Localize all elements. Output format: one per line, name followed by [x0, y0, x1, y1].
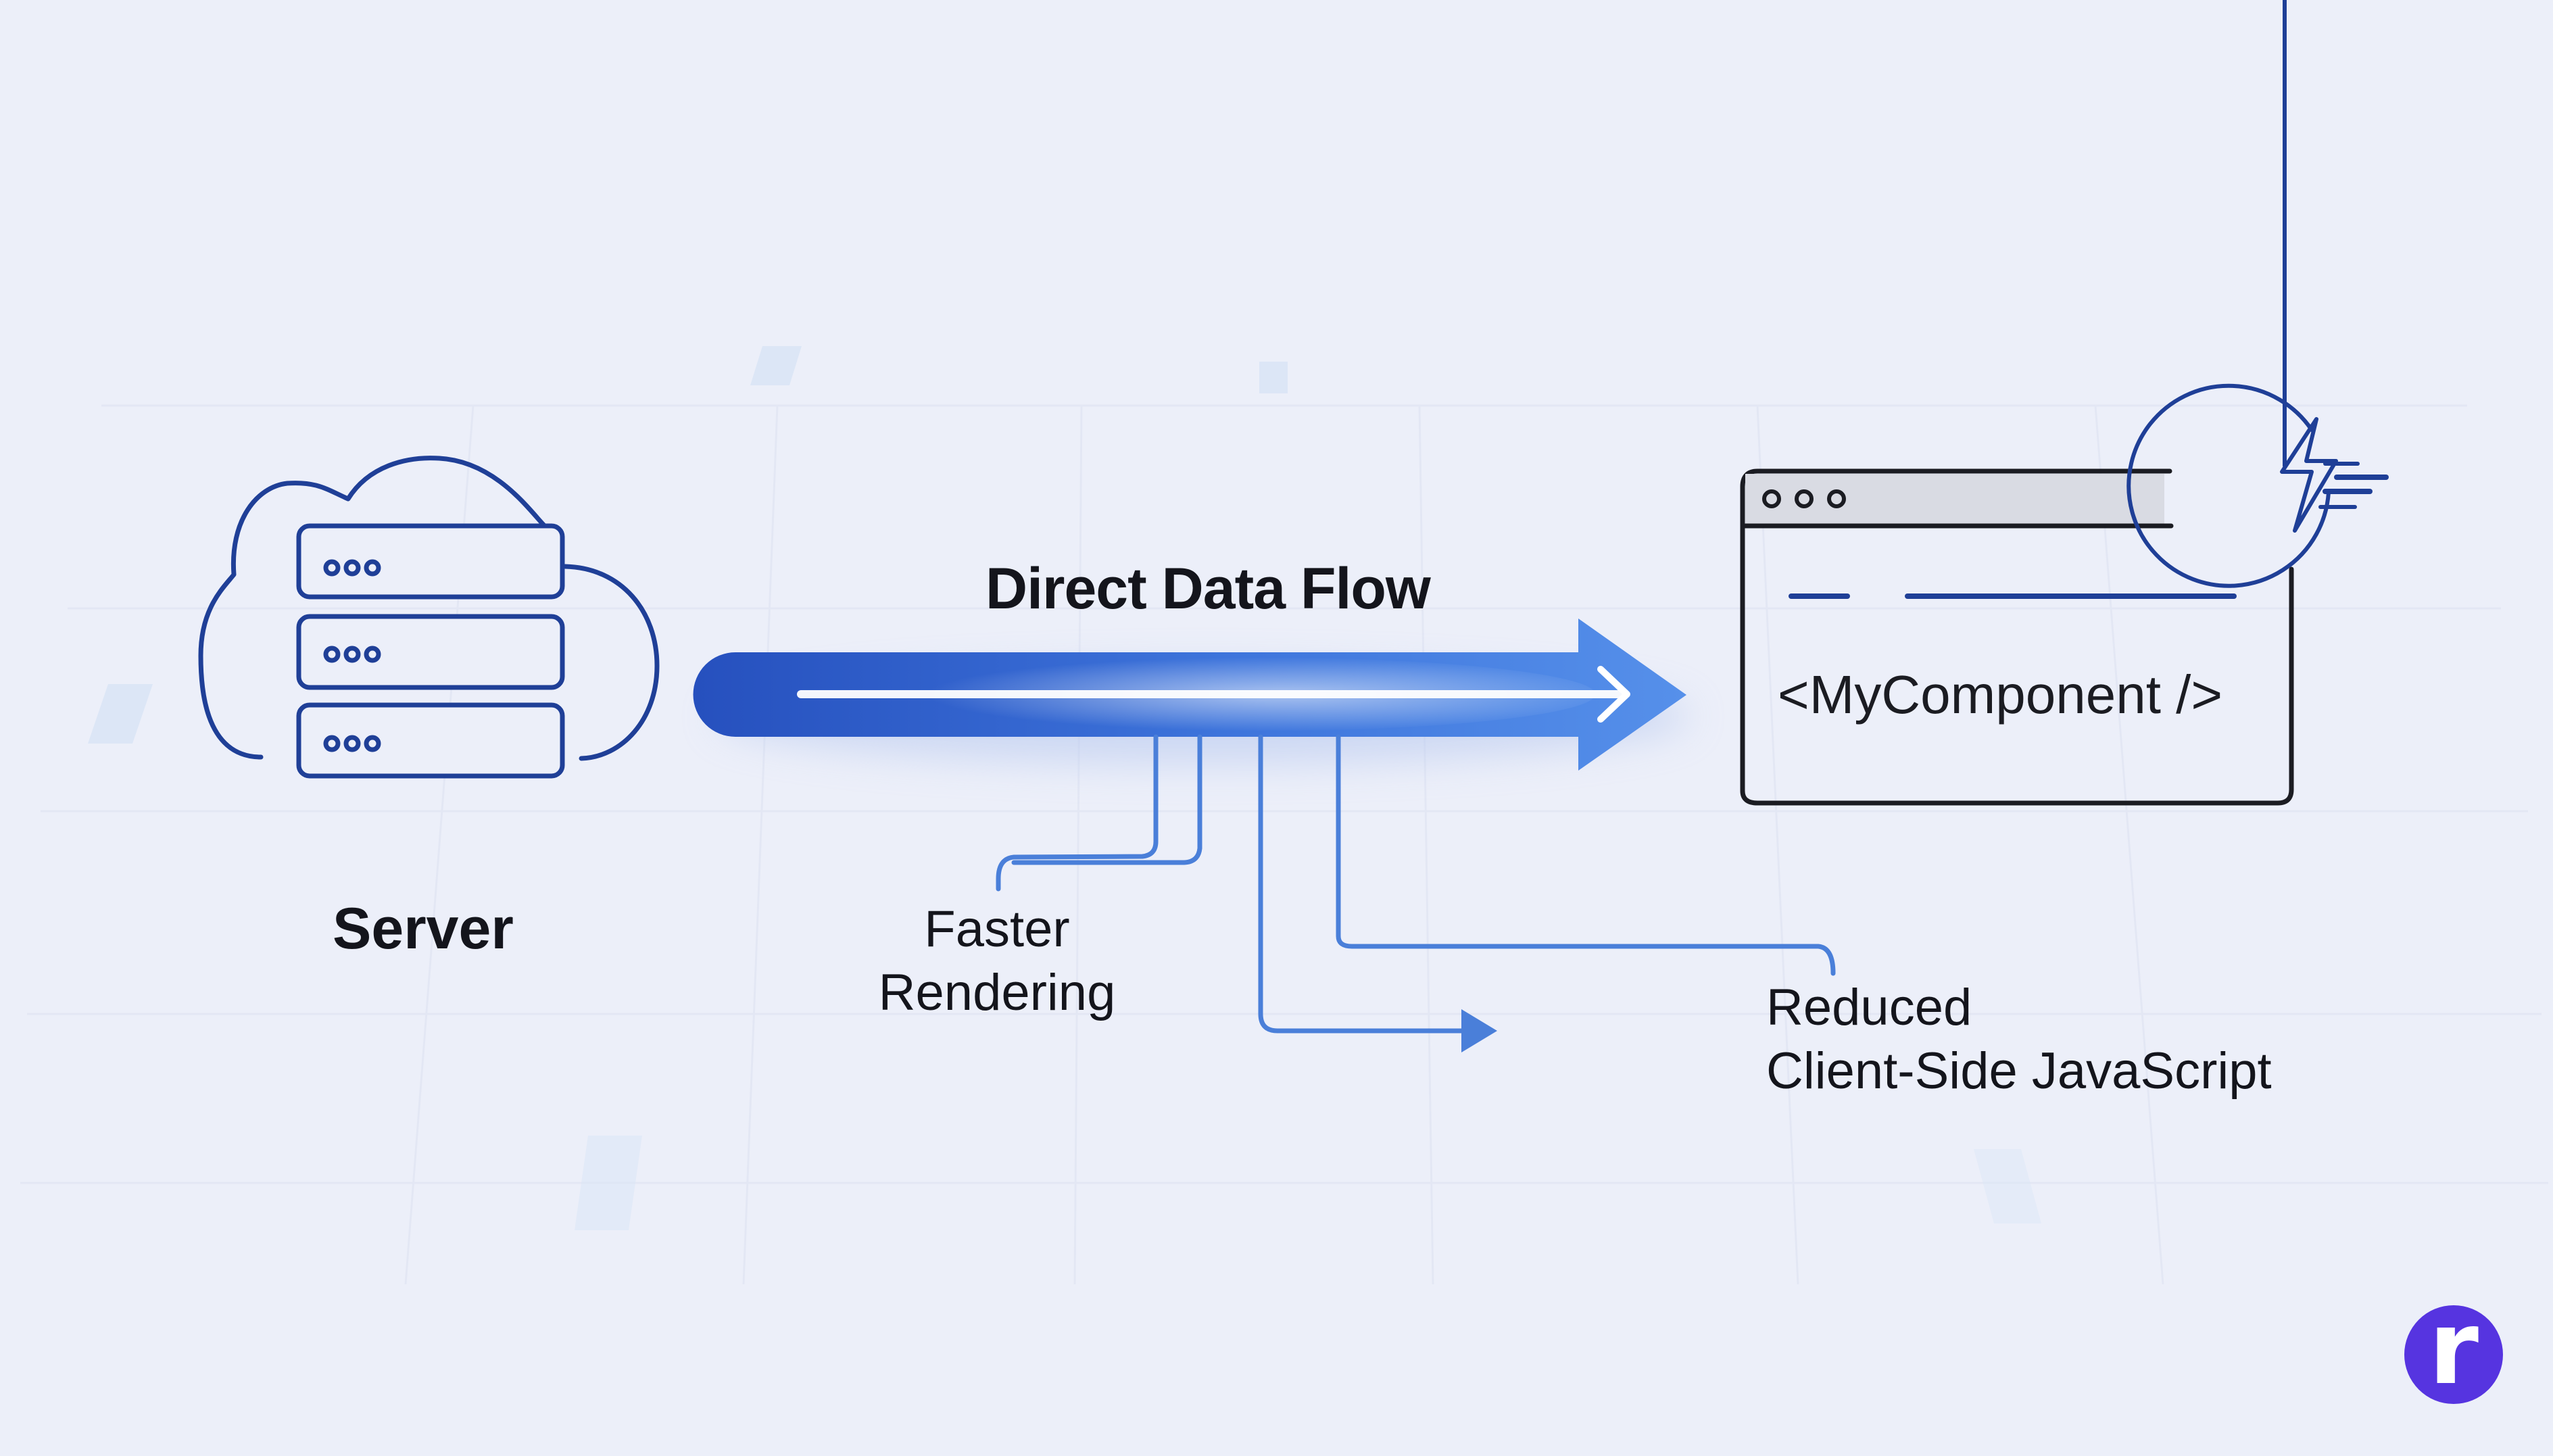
- server-rack-unit: [296, 523, 565, 600]
- diagram-title: Direct Data Flow: [986, 556, 1431, 621]
- decor-shape: [575, 1136, 642, 1230]
- benefit-faster-rendering: Faster Rendering: [872, 898, 1122, 1025]
- connector-arrowhead: [1461, 1009, 1497, 1052]
- logo-letter: r: [2429, 1290, 2479, 1407]
- connector-faster-rendering: [996, 734, 1159, 892]
- component-label: <MyComponent />: [1778, 664, 2223, 725]
- decor-shape: [1259, 362, 1288, 393]
- benefit-reduced-js: Reduced Client-Side JavaScript: [1766, 976, 2272, 1103]
- benefit-connectors: [996, 734, 1836, 1034]
- connector-reduced-js: [1336, 734, 1836, 976]
- decor-shape: [750, 346, 802, 385]
- benefit-line: Rendering: [878, 964, 1116, 1021]
- brand-logo[interactable]: r: [2404, 1298, 2503, 1404]
- lightning-bolt-icon: [2126, 0, 2389, 588]
- server-rack-unit: [296, 702, 565, 779]
- window-control-dots: [1762, 489, 1846, 508]
- decor-shape: [88, 684, 153, 744]
- cloud-outline: [198, 456, 660, 761]
- server-rack-unit: [296, 614, 565, 690]
- benefit-line: Reduced: [1766, 979, 1972, 1036]
- connector-faster-rendering: [1011, 734, 1202, 865]
- server-label: Server: [333, 896, 514, 961]
- connector-middle: [1258, 734, 1469, 1034]
- benefit-line: Faster: [924, 900, 1070, 958]
- decor-shape: [1974, 1149, 2041, 1223]
- direct-data-flow-arrow: [693, 618, 1690, 771]
- browser-window-icon: [1740, 468, 2294, 806]
- benefit-line: Client-Side JavaScript: [1766, 1042, 2272, 1100]
- cloud-server-icon: [198, 456, 660, 779]
